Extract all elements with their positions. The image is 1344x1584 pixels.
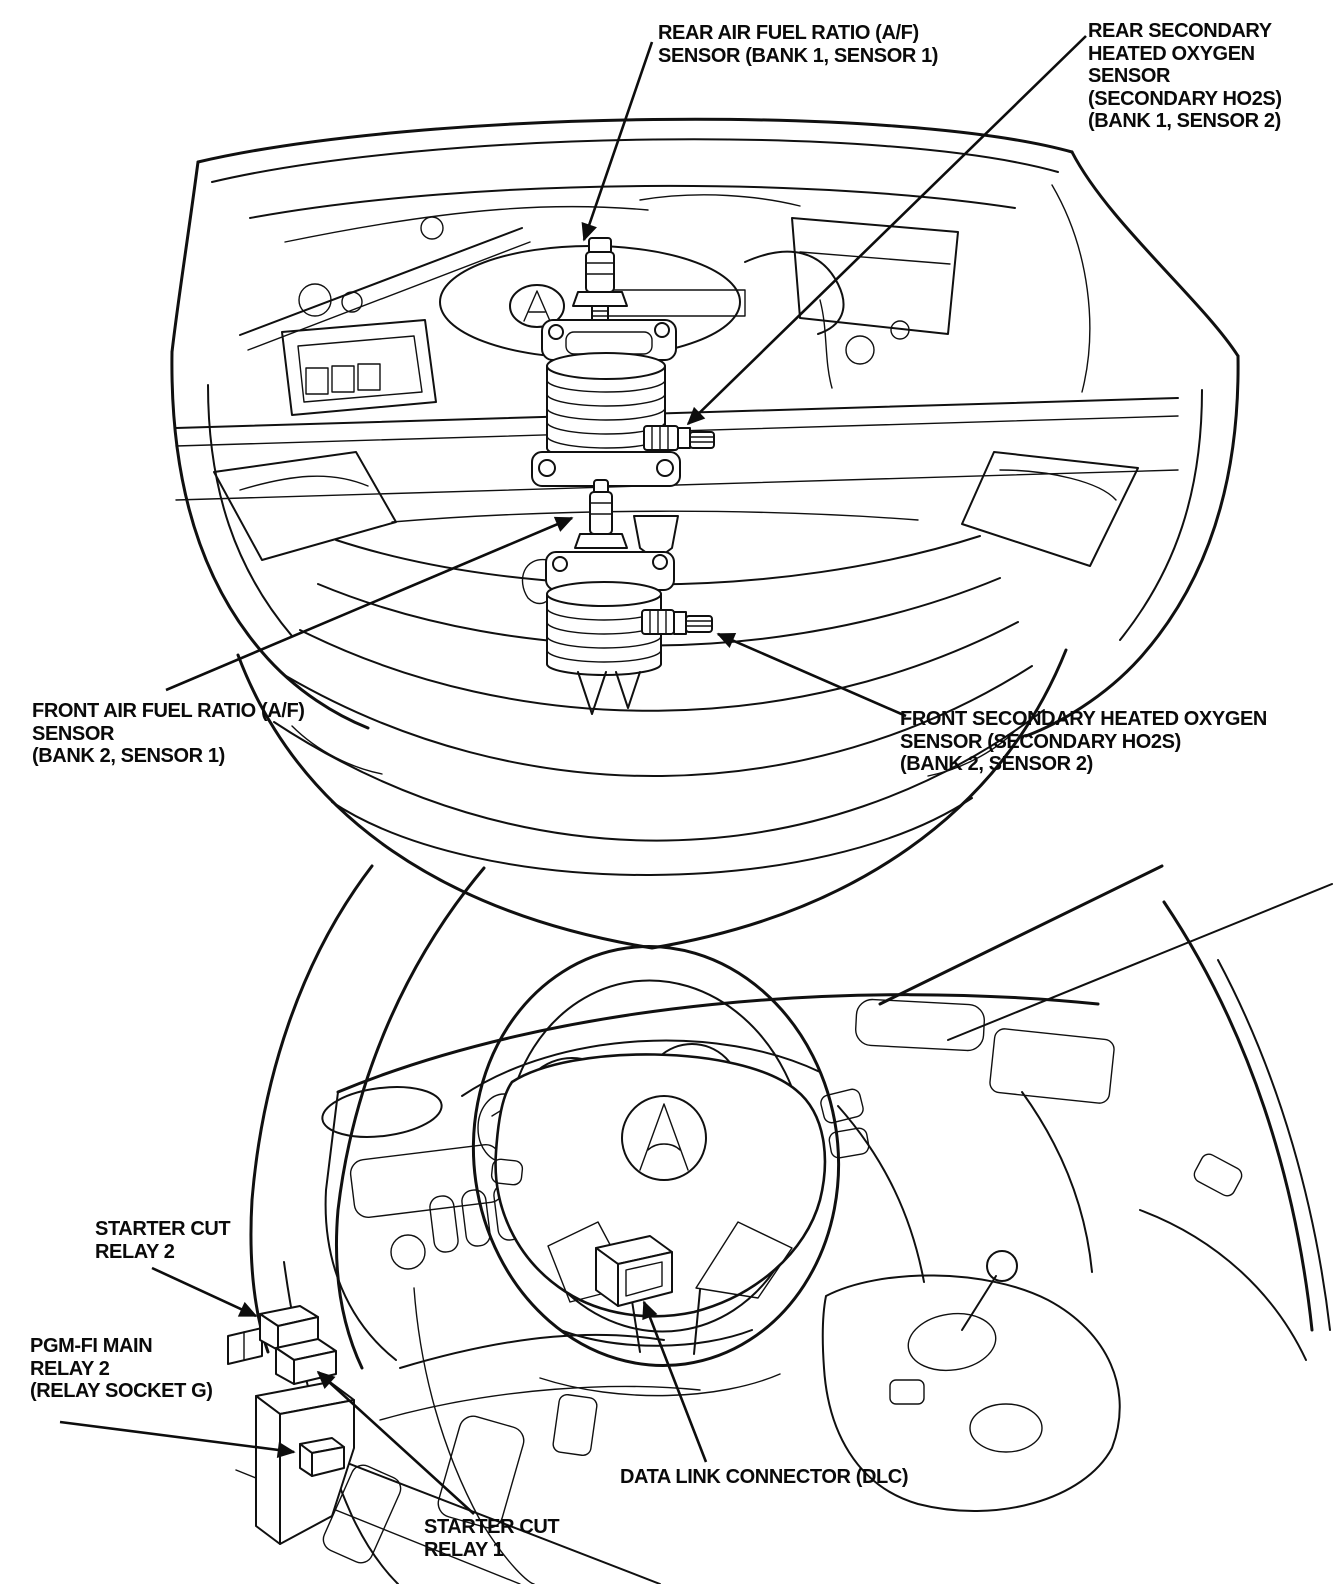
headlight-right — [961, 451, 1139, 567]
acura-logo-engine-cover — [509, 284, 565, 328]
leader-starter-cut-relay-1 — [316, 1370, 475, 1515]
label-starter-cut-relay-1: STARTER CUT RELAY 1 — [424, 1516, 560, 1561]
leader-front-ho2s-sensor — [716, 632, 907, 718]
engine-bay-leader-lines — [165, 35, 1087, 718]
rear-ho2s-sensor-drawing — [643, 425, 715, 451]
rear-af-sensor-drawing — [531, 237, 681, 487]
hood-and-cowl — [170, 117, 1240, 358]
acura-logo-steering-wheel — [621, 1095, 707, 1181]
leader-rear-ho2s-sensor — [686, 35, 1087, 426]
label-rear-af-sensor: REAR AIR FUEL RATIO (A/F) SENSOR (BANK 1… — [658, 22, 939, 67]
label-data-link-connector: DATA LINK CONNECTOR (DLC) — [620, 1466, 909, 1488]
interior-illustration — [59, 864, 1333, 1584]
leader-starter-cut-relay-2 — [151, 1266, 258, 1318]
dlc-connector-drawing — [595, 1235, 673, 1307]
leader-dlc — [642, 1300, 708, 1463]
starter-cut-relay-boxes-drawing — [227, 1305, 337, 1385]
label-starter-cut-relay-2: STARTER CUT RELAY 2 — [95, 1218, 231, 1263]
label-rear-ho2s-sensor: REAR SECONDARY HEATED OXYGEN SENSOR (SEC… — [1088, 20, 1282, 133]
dashboard — [235, 993, 1100, 1584]
label-front-ho2s-sensor: FRONT SECONDARY HEATED OXYGEN SENSOR (SE… — [900, 708, 1267, 776]
front-ho2s-sensor-drawing — [641, 609, 713, 635]
leader-rear-af-sensor — [581, 41, 654, 242]
steering-wheel-drawing — [471, 945, 870, 1397]
label-pgm-fi-main-relay-2: PGM-FI MAIN RELAY 2 (RELAY SOCKET G) — [30, 1335, 213, 1403]
relay-socket-g-drawing — [255, 1381, 355, 1545]
leader-pgm-fi-main-relay-2 — [59, 1420, 296, 1458]
leader-front-af-sensor — [165, 516, 574, 692]
interior-leader-lines — [59, 1266, 708, 1515]
center-stack-and-console — [821, 900, 1331, 1512]
headlight-left — [213, 451, 397, 561]
engine-bay-illustration — [165, 35, 1240, 950]
label-front-af-sensor: FRONT AIR FUEL RATIO (A/F) SENSOR (BANK … — [32, 700, 305, 768]
